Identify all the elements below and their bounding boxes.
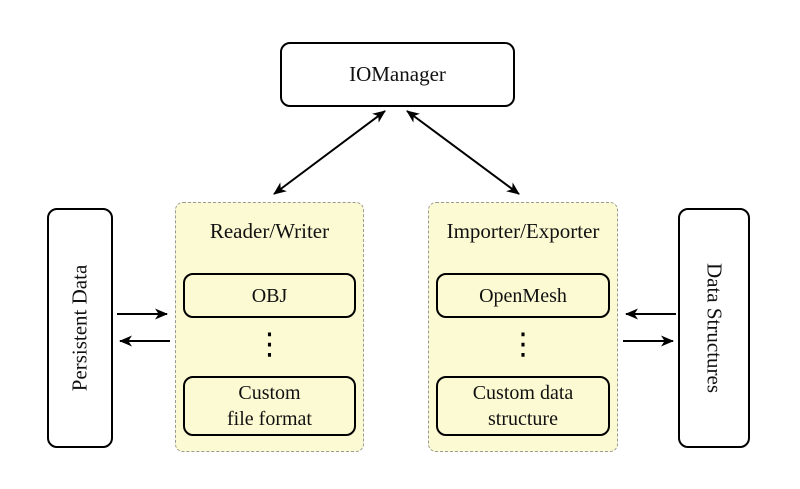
node-obj: OBJ bbox=[183, 273, 356, 318]
panel-reader-writer: Reader/Writer OBJ ⋮ Custom file format bbox=[175, 202, 364, 452]
node-persistent-data: Persistent Data bbox=[47, 208, 113, 448]
vertical-ellipsis-icon: ⋮ bbox=[254, 327, 285, 362]
node-custom-data-structure-line2: structure bbox=[488, 408, 558, 430]
panel-reader-writer-title: Reader/Writer bbox=[209, 219, 330, 243]
panel-importer-exporter-title: Importer/Exporter bbox=[446, 219, 600, 243]
node-openmesh: OpenMesh bbox=[436, 273, 610, 318]
node-custom-file-format: Custom file format bbox=[183, 376, 356, 436]
arrow-iomanager-importerexporter bbox=[406, 110, 520, 195]
arrow-iomanager-readerwriter bbox=[273, 110, 386, 195]
node-iomanager-label: IOManager bbox=[349, 62, 446, 86]
panel-importer-exporter: Importer/Exporter OpenMesh ⋮ Custom data… bbox=[428, 202, 618, 452]
vertical-ellipsis-icon: ⋮ bbox=[508, 327, 538, 362]
node-data-structures: Data Structures bbox=[678, 208, 750, 448]
node-custom-file-format-line1: Custom bbox=[238, 382, 301, 404]
node-persistent-data-label: Persistent Data bbox=[67, 264, 92, 392]
node-openmesh-label: OpenMesh bbox=[479, 284, 567, 307]
node-obj-label: OBJ bbox=[251, 284, 288, 307]
node-data-structures-label: Data Structures bbox=[702, 262, 727, 394]
node-custom-file-format-line2: file format bbox=[227, 408, 312, 430]
node-custom-data-structure-line1: Custom data bbox=[472, 382, 574, 404]
node-iomanager: IOManager bbox=[280, 42, 515, 107]
node-custom-data-structure: Custom data structure bbox=[436, 376, 610, 436]
